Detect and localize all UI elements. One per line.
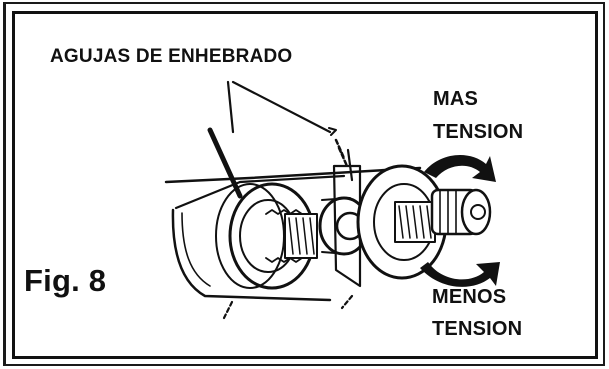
figure-caption: Fig. 8 [24,263,107,298]
base-plate-line [164,166,422,184]
housing-top-edge [174,174,346,210]
needle-callout-line-right [231,80,332,134]
needle-callout-arrowhead [328,127,337,136]
threading-needle-left [207,127,243,199]
tension-disc-left-back [215,183,285,289]
more-tension-arrow [424,154,496,182]
housing-inner-curve [181,212,211,287]
threading-needle-right-tail [340,294,354,310]
needle-callout-line-left [226,80,235,134]
outer-border [3,2,605,366]
less-tension-label-line2: TENSION [432,318,523,340]
tension-knob-grips [439,189,457,235]
housing-left-curve [171,208,332,302]
inner-border [12,11,598,359]
tension-knob-face [460,188,492,236]
tension-spring-coils-right [398,205,432,239]
more-tension-label-line2: TENSION [433,121,524,143]
tension-knob-center [470,204,486,220]
bracket-plate [332,164,362,288]
threading-needle-left-tail [222,300,234,320]
needle-callout-dashed [334,138,349,168]
tension-spring-coils-left [288,217,315,255]
less-tension-arrow [420,262,500,287]
more-tension-label-line1: MAS [433,88,479,110]
needles-label: AGUJAS DE ENHEBRADO [50,46,293,67]
tension-spring-left [265,209,303,263]
less-tension-label-line1: MENOS [432,286,507,308]
